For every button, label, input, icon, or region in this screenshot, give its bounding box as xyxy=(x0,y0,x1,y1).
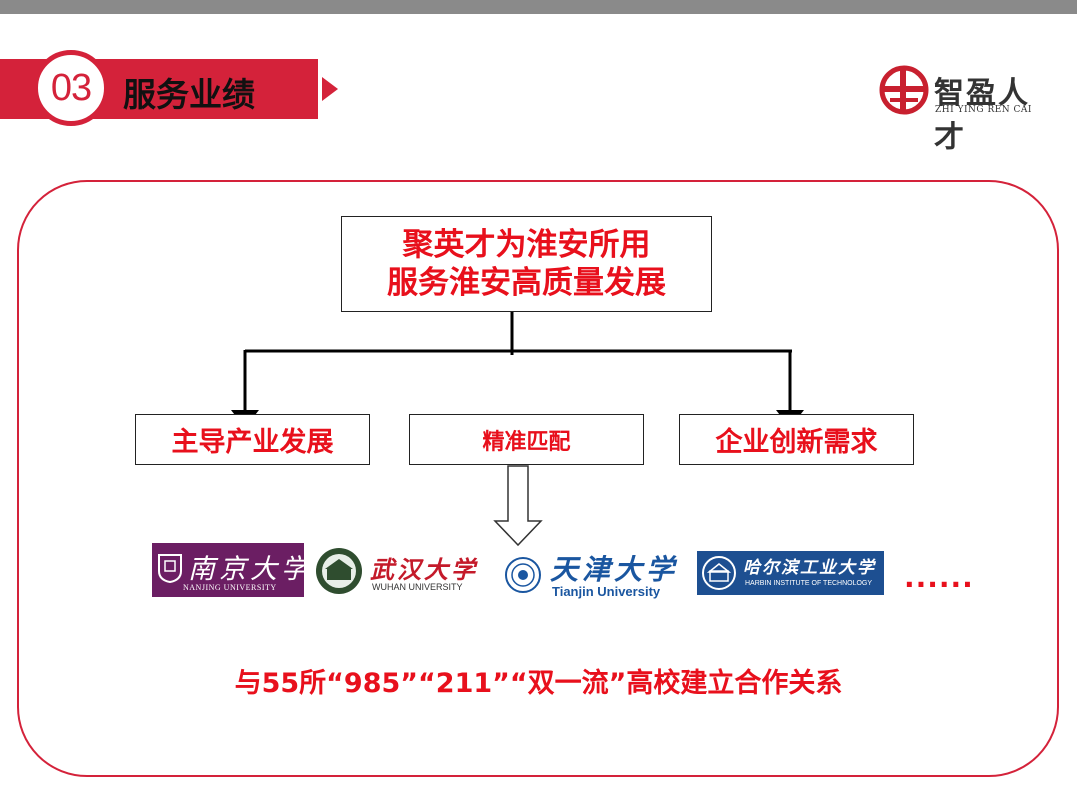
tianjin-university-name-en: Tianjin University xyxy=(552,584,661,599)
harbin-institute-logo: 哈尔滨工业大学 HARBIN INSTITUTE OF TECHNOLOGY xyxy=(697,551,884,595)
section-title: 服务业绩 xyxy=(123,75,255,114)
brand-name-en: ZHI YING REN CAI xyxy=(935,105,1032,115)
wuhan-university-name-en: WUHAN UNIVERSITY xyxy=(372,582,463,592)
play-arrow-icon xyxy=(322,77,338,101)
nanjing-university-logo: 南京大学 NANJING UNIVERSITY xyxy=(152,543,308,597)
section-number-badge: 03 xyxy=(33,50,109,126)
brand-name: 智盈人才 xyxy=(934,76,1030,155)
more-universities-ellipsis: ...... xyxy=(904,561,974,594)
tianjin-university-name: 天津大学 xyxy=(550,553,679,586)
content-frame xyxy=(17,180,1059,777)
tianjin-university-emblem-icon xyxy=(505,557,541,593)
nanjing-university-emblem-icon xyxy=(158,554,182,583)
core-goal-line2: 服务淮安高质量发展 xyxy=(387,265,666,301)
harbin-institute-name: 哈尔滨工业大学 xyxy=(743,558,876,578)
core-goal-box: 聚英才为淮安所用 服务淮安高质量发展 xyxy=(341,216,712,312)
harbin-institute-emblem-icon xyxy=(702,556,736,590)
branch-matching-box: 精准匹配 xyxy=(409,414,644,465)
harbin-institute-name-en: HARBIN INSTITUTE OF TECHNOLOGY xyxy=(745,580,873,587)
tianjin-university-logo: 天津大学 Tianjin University xyxy=(504,548,674,600)
partnership-caption: 与55所“985”“211”“双一流”高校建立合作关系 xyxy=(234,668,843,699)
brand-logo: 智盈人才 ZHI YING REN CAI xyxy=(878,64,1058,155)
zhiying-logo-icon xyxy=(879,65,929,115)
wuhan-university-emblem-icon xyxy=(316,548,362,594)
wuhan-university-logo: 武汉大学 WUHAN UNIVERSITY xyxy=(314,546,476,596)
core-goal-line1: 聚英才为淮安所用 xyxy=(402,227,651,263)
top-gray-bar xyxy=(0,0,1077,14)
nanjing-university-name-en: NANJING UNIVERSITY xyxy=(183,583,277,592)
nanjing-university-name: 南京大学 xyxy=(188,554,312,585)
branch-enterprise-box: 企业创新需求 xyxy=(679,414,914,465)
wuhan-university-name: 武汉大学 xyxy=(370,555,478,584)
section-number: 03 xyxy=(50,66,92,109)
branch-industry-box: 主导产业发展 xyxy=(135,414,370,465)
